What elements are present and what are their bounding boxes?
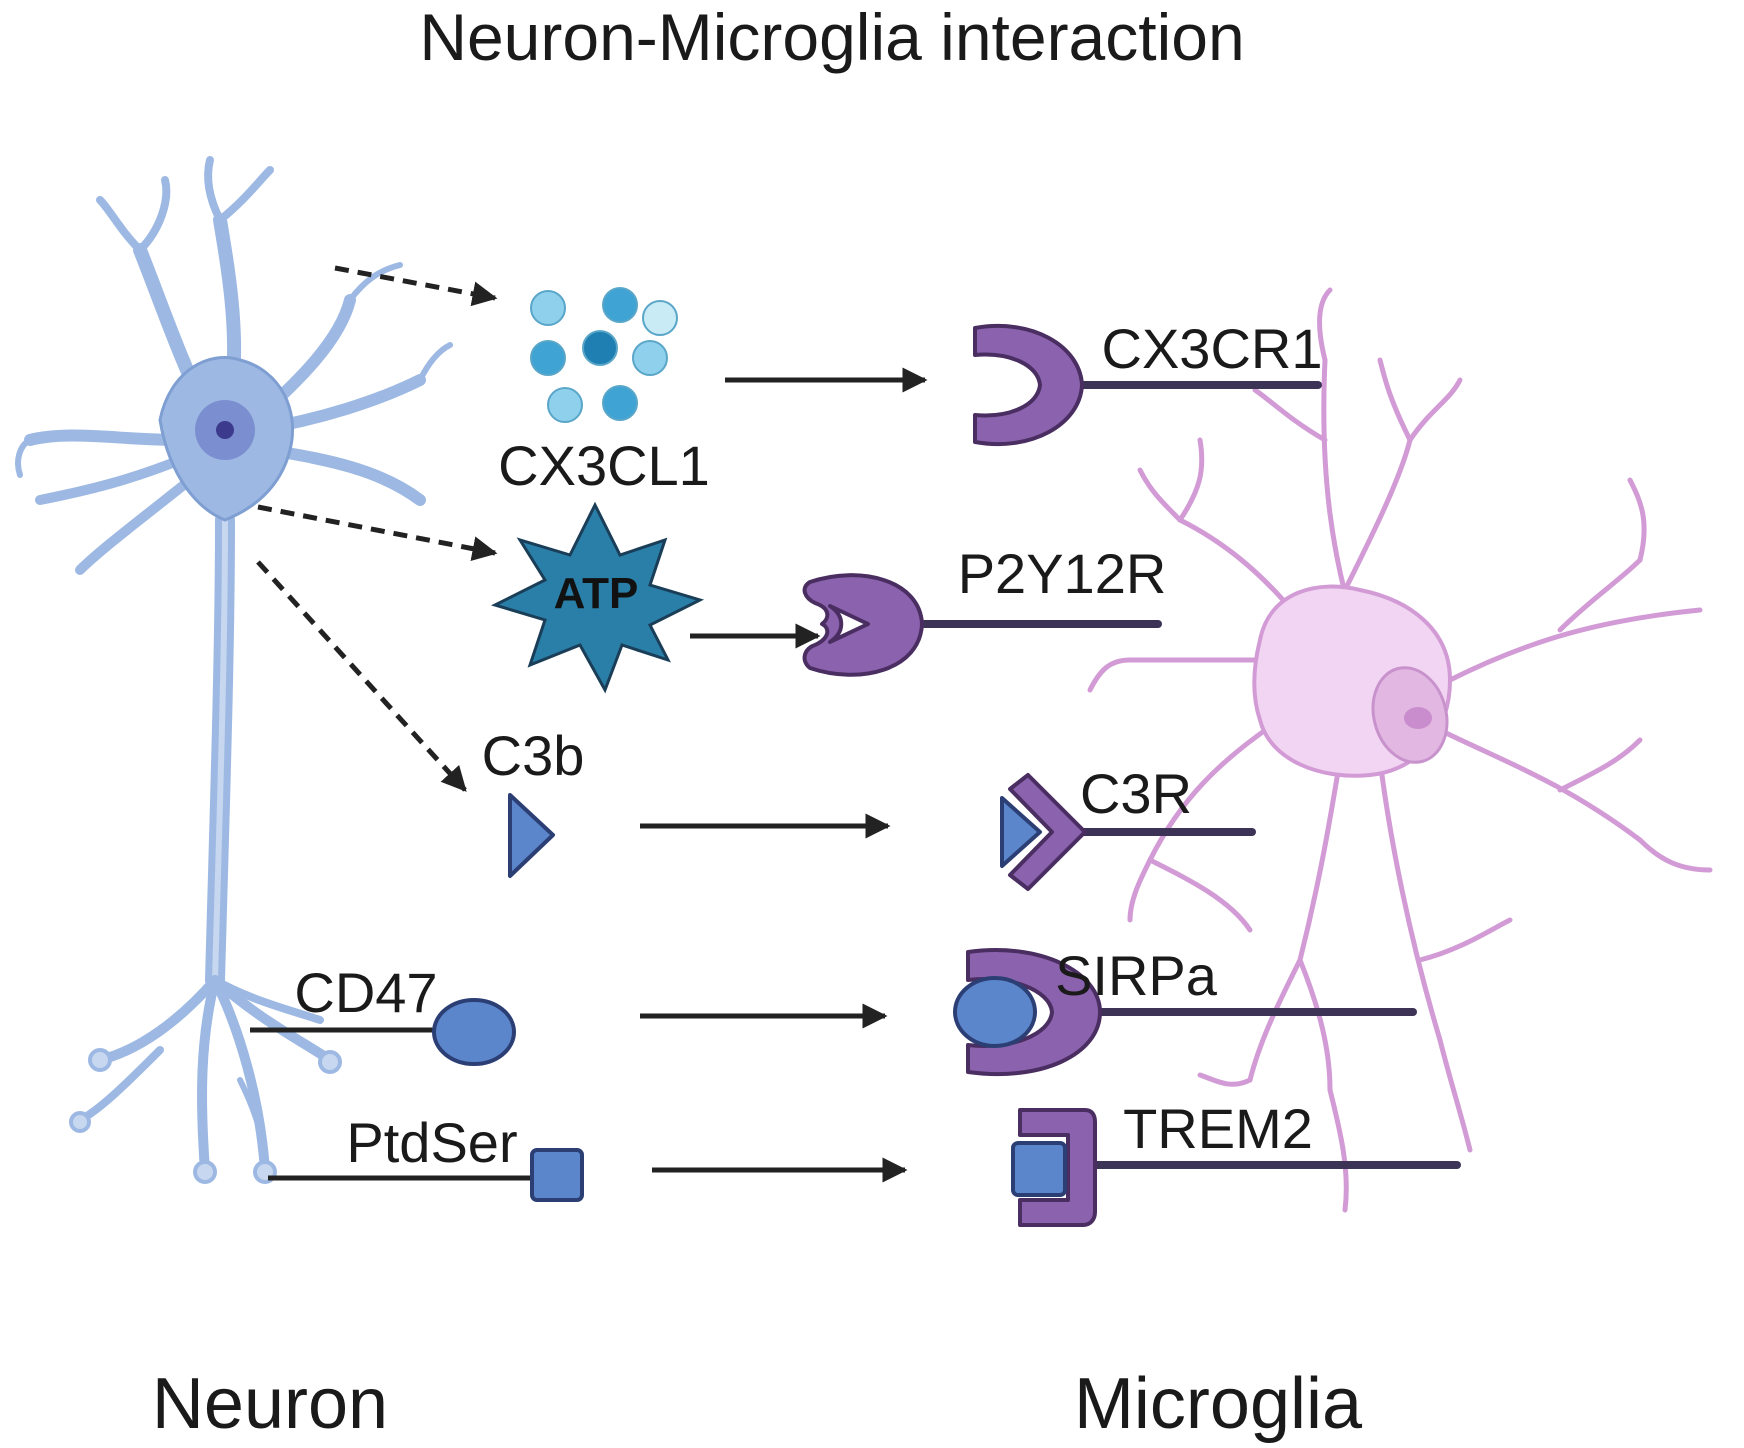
p2y12r-label: P2Y12R (958, 542, 1167, 605)
sirpa-bound-cd47 (953, 976, 1037, 1048)
microglia-cell (1087, 287, 1713, 1213)
ptdser-ligand (530, 1148, 584, 1202)
c3r-bound-c3b (1000, 796, 1042, 868)
c3b-triangle (508, 793, 555, 878)
atp-label: ATP (554, 569, 639, 618)
c3b-label: C3b (482, 724, 585, 787)
release-arrow-c3b (256, 560, 467, 792)
p2y12r-receptor (802, 573, 924, 677)
trem2-bound-ptdser (1011, 1141, 1067, 1197)
cx3cr1-label: CX3CR1 (1102, 317, 1323, 380)
cx3cr1-receptor (973, 323, 1084, 447)
neuron-label: Neuron (152, 1364, 388, 1444)
release-arrow-cx3cl1 (334, 265, 498, 307)
atp-star (490, 501, 705, 694)
ptdser-label: PtdSer (346, 1111, 517, 1174)
cx3cl1-particles (530, 287, 678, 423)
trem2-receptor (1018, 1108, 1097, 1227)
trem2-label: TREM2 (1123, 1097, 1313, 1160)
microglia-label: Microglia (1074, 1364, 1363, 1444)
neuron-soma (158, 356, 295, 522)
c3r-label: C3R (1080, 762, 1192, 825)
microglia-soma (1252, 584, 1453, 778)
sirpa-receptor (966, 948, 1102, 1077)
c3r-receptor (1008, 773, 1087, 891)
cd47-label: CD47 (294, 961, 437, 1024)
cd47-ligand (432, 998, 516, 1066)
cx3cl1-label: CX3CL1 (498, 434, 710, 497)
diagram-title: Neuron-Microglia interaction (419, 0, 1244, 74)
sirpa-label: SIRPa (1055, 944, 1218, 1007)
release-arrow-atp (257, 504, 498, 561)
